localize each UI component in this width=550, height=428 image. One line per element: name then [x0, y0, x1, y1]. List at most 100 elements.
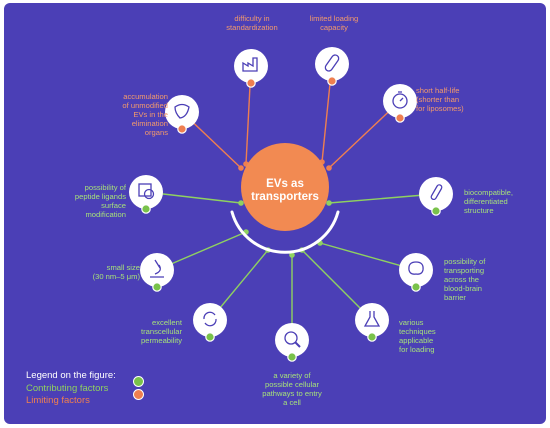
limiting-badge	[327, 76, 337, 86]
factor-node-circle	[193, 303, 227, 337]
factor-label-line: short half-life	[416, 86, 460, 95]
hub-arc	[230, 210, 340, 254]
factor-label-line: modification	[85, 210, 126, 219]
hub-label-line-1: EVs as	[266, 178, 304, 190]
capsule-icon	[324, 54, 340, 72]
factor-label-line: transporting	[444, 266, 485, 275]
factor-node	[165, 95, 199, 134]
hub-label: EVs as transporters	[246, 178, 324, 204]
factor-node	[383, 84, 417, 123]
stopwatch-icon	[392, 91, 408, 109]
connector-dot	[326, 200, 332, 206]
factor-node	[399, 253, 433, 292]
factor-label: small size(30 nm–5 μm)	[70, 263, 140, 281]
hub-circle	[241, 143, 329, 231]
factor-node-circle	[315, 47, 349, 81]
factor-label-line: for loading	[399, 345, 435, 354]
factor-label-line: possibility of	[84, 183, 126, 192]
factor-label-line: organs	[144, 128, 168, 137]
legend-title: Legend on the figure:	[26, 370, 116, 381]
factor-node-circle	[165, 95, 199, 129]
legend-limiting-badge	[133, 389, 144, 400]
test-tube-icon	[430, 184, 443, 201]
factor-label-line: biocompatible,	[464, 188, 513, 197]
factor-label-line: pathways to entry	[262, 389, 322, 398]
factor-label-line: peptide ligands	[74, 192, 126, 201]
factor-label-line: a variety of	[273, 371, 311, 380]
factor-node-circle	[275, 323, 309, 357]
factor-label-line: a cell	[283, 398, 301, 407]
factor-node-circle	[399, 253, 433, 287]
contributing-badge	[367, 332, 377, 342]
factor-label-line: accumulation	[123, 92, 168, 101]
legend-limiting: Limiting factors	[26, 395, 90, 406]
factor-label-line: possibility of	[444, 257, 486, 266]
factor-label-line: limited loading	[309, 14, 359, 23]
factor-node	[129, 175, 163, 214]
factor-node-circle	[129, 175, 163, 209]
flask-icon	[363, 311, 381, 327]
factor-label-line: standardization	[226, 23, 278, 32]
connector-dot	[238, 200, 244, 206]
connector-line	[328, 193, 437, 204]
factor-node	[275, 323, 309, 362]
contributing-badge	[152, 282, 162, 292]
factor-node-circle	[234, 49, 268, 83]
factor-node	[419, 177, 453, 216]
peptide-ligand-icon	[138, 183, 155, 200]
factor-label-line: various	[399, 318, 424, 327]
factor-node	[355, 303, 389, 342]
factor-label-line: of unmodified	[122, 101, 168, 110]
limiting-badge	[177, 124, 187, 134]
limiting-badge	[246, 78, 256, 88]
brain-icon	[408, 261, 424, 275]
factor-node-circle	[140, 253, 174, 287]
legend: Legend on the figure: Contributing facto…	[26, 370, 116, 408]
contributing-badge	[431, 206, 441, 216]
connector-dot	[289, 252, 295, 258]
magnifier-icon	[284, 331, 301, 348]
factor-label-line: EVs in the	[133, 110, 168, 119]
factor-label-line: possible cellular	[264, 380, 320, 389]
factor-node	[234, 49, 268, 88]
factor-label-line: techniques	[399, 327, 436, 336]
factor-nodes	[129, 47, 453, 362]
contributing-badge	[411, 282, 421, 292]
factory-icon	[242, 57, 258, 72]
liver-icon	[174, 103, 190, 119]
factor-label-line: barrier	[444, 293, 466, 302]
factor-node	[140, 253, 174, 292]
factor-label-line: for liposomes)	[416, 104, 464, 113]
factor-label-line: excellent	[152, 318, 182, 327]
factor-label-line: difficulty in	[234, 14, 270, 23]
factor-label-line: across the	[444, 275, 480, 284]
factor-node	[315, 47, 349, 86]
legend-contributing: Contributing factors	[26, 382, 109, 394]
factor-label-line: surface	[101, 201, 126, 210]
factor-label-line: capacity	[320, 23, 348, 32]
factor-label-line: transcellular	[141, 327, 182, 336]
factor-label-line: blood-brain	[444, 284, 482, 293]
limiting-badge	[395, 113, 405, 123]
factor-node	[193, 303, 227, 342]
contributing-badge	[141, 204, 151, 214]
factor-node-circle	[355, 303, 389, 337]
factor-label-line: (shorter than	[416, 95, 460, 104]
factor-label-line: permeability	[141, 336, 182, 345]
contributing-badge	[205, 332, 215, 342]
microscope-icon	[150, 259, 164, 278]
connector-dot	[238, 165, 244, 171]
contributing-badge	[287, 352, 297, 362]
